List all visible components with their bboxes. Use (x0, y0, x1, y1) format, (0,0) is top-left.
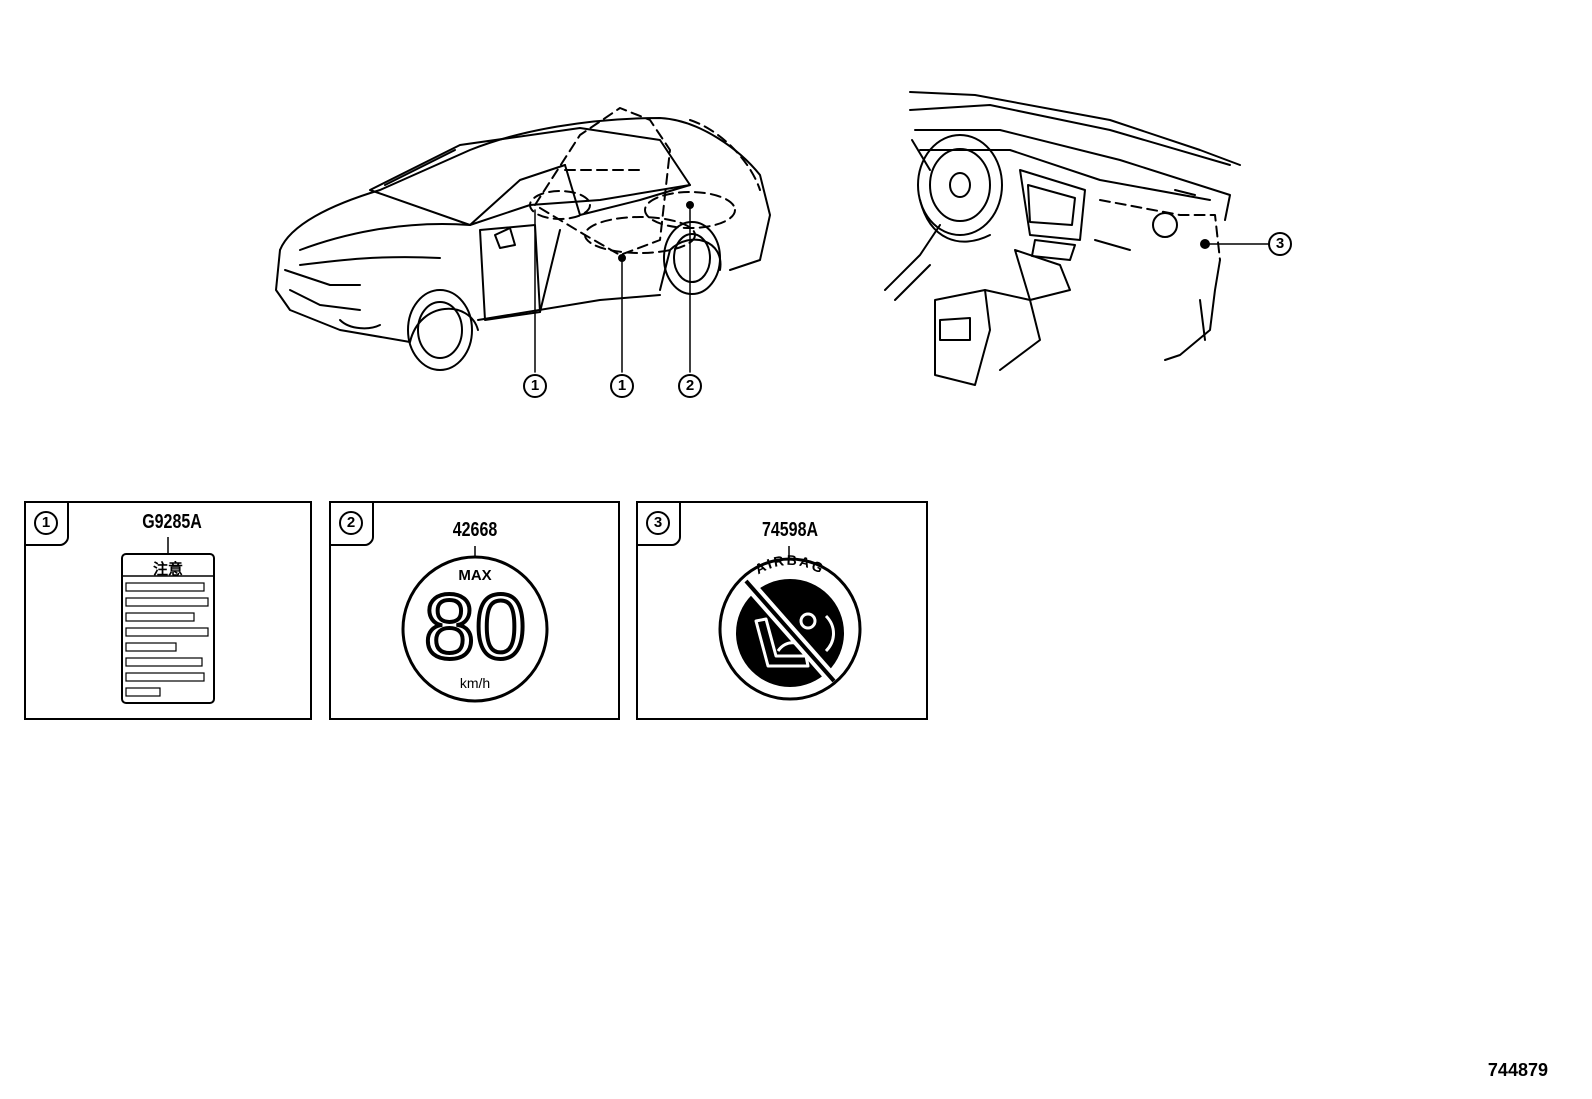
label-panel-2: 2 42668 MAX 80 km/h (329, 501, 620, 720)
panel-number: 1 (34, 511, 58, 535)
airbag-warning-sign: AIRBAG (718, 546, 862, 701)
part-number: G9285A (142, 511, 202, 533)
callout-1-door-edge: 1 (523, 374, 547, 398)
speed-limit-sign (401, 546, 549, 703)
panel-tab (24, 501, 69, 546)
panel-number: 2 (339, 511, 363, 535)
panel-tab (329, 501, 374, 546)
callout-2-fuel-door: 2 (678, 374, 702, 398)
speed-sign-top: MAX (458, 567, 492, 584)
part-number: 42668 (452, 519, 498, 541)
callout-1-door-sill: 1 (610, 374, 634, 398)
speed-sign-value: 80 (422, 575, 528, 679)
caution-label-graphic (121, 537, 215, 704)
speed-sign-unit: km/h (459, 675, 491, 691)
label-panel-3: 3 74598A AIRBAG (636, 501, 928, 720)
panel-number: 3 (646, 511, 670, 535)
airbag-arc-text: AIRBAG (752, 552, 828, 577)
caution-label-header: 注意 (152, 561, 183, 578)
panel-tab (636, 501, 681, 546)
callout-3-dashboard-side: 3 (1268, 232, 1292, 256)
label-panel-1: 1 G9285A 注意 (24, 501, 312, 720)
part-number: 74598A (761, 519, 819, 541)
illustration-number: 744879 (1487, 1060, 1548, 1080)
